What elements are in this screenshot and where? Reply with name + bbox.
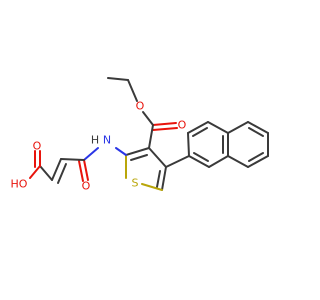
bond-c3-c4: [148, 147, 167, 168]
bond-n2-n3: [187, 121, 209, 134]
bond-cbeta-acidc: [39, 165, 53, 181]
bond-n6-n1: [188, 155, 210, 168]
atom-label-amide-hydrogen: H: [91, 134, 99, 147]
bond-n5-n6: [208, 155, 229, 168]
atom-label-ester-carbonyl-oxygen: O: [178, 119, 187, 132]
bond-c4-c5-inner: [156, 170, 161, 188]
bond-calpha-cbeta: [51, 158, 62, 181]
bond-n7-n8-inner: [248, 127, 264, 137]
bond-ethyl-ch3-ch2: [107, 77, 129, 81]
bond-ethyl-ch2-o: [127, 79, 138, 102]
atom-label-amide-nitrogen: N: [103, 134, 111, 147]
bond-c2-c3-inner: [130, 154, 148, 161]
bond-c2-c3: [125, 147, 150, 156]
bond-carbonylc-c3: [148, 124, 154, 149]
bond-c5-s: [141, 183, 163, 191]
bond-n9-n10: [247, 155, 269, 168]
bond-acid-c-oh: [29, 165, 41, 179]
butenoic-acid-chain: [29, 150, 85, 184]
bond-amide-c-o-a: [83, 159, 89, 181]
bond-n2-n3-inner: [192, 127, 208, 137]
bond-calpha-cbeta-inner: [57, 163, 67, 184]
naphthalene-group: [165, 121, 269, 168]
atom-label-amide-oxygen: O: [82, 180, 91, 193]
bond-n9-n10-inner: [248, 152, 264, 162]
bond-n-amidec: [83, 147, 99, 161]
bond-n10-n5: [227, 155, 249, 168]
bond-c2-n: [115, 147, 127, 156]
bond-amidec-calpha: [60, 158, 85, 161]
bond-c4-naph: [165, 155, 190, 168]
molecule-structure-diagram: O O H N O S O HO: [11, 77, 269, 193]
atom-label-acid-carbonyl-oxygen: O: [33, 140, 42, 153]
atom-labels: O O H N O S O HO: [11, 100, 187, 193]
atom-label-thiophene-sulfur: S: [132, 177, 139, 190]
bond-ester-c-o-double-a: [152, 122, 177, 126]
thiophene-ring: [125, 147, 167, 191]
atom-label-ester-ether-oxygen: O: [136, 100, 145, 113]
amide-linkage: [78, 147, 127, 182]
bond-c4-c5: [161, 166, 167, 191]
bond-n1-n2: [187, 132, 190, 157]
bond-n3-n4: [207, 121, 229, 134]
ethyl-ester-group: [107, 77, 178, 149]
bond-n4-n7: [227, 121, 249, 134]
bond-ester-c-o-double-b: [152, 127, 178, 131]
bond-o-carbonylc: [142, 111, 154, 126]
bond-n7-n8: [247, 121, 269, 134]
bond-amide-c-o-b: [78, 160, 84, 182]
bond-n6-n1-inner: [193, 152, 209, 162]
atom-label-acid-hydroxyl: HO: [11, 178, 28, 191]
